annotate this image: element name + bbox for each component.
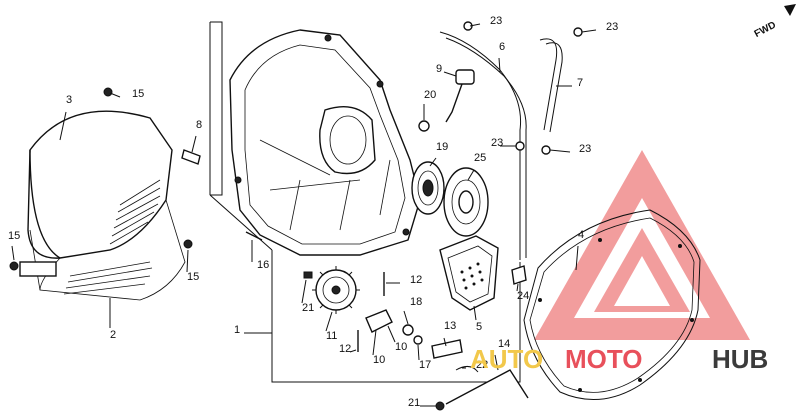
- callout-23: 23: [491, 137, 503, 149]
- callout-18: 18: [410, 296, 422, 308]
- clamp-8: [181, 149, 201, 165]
- callout-14: 14: [498, 338, 510, 350]
- bolt-16: [245, 231, 263, 241]
- callout-2: 2: [110, 329, 116, 341]
- assembly-bracket: [210, 21, 223, 196]
- direction-label: FWD: [753, 20, 778, 40]
- callout-1: 1: [234, 324, 240, 336]
- callout-15: 15: [187, 271, 199, 283]
- callout-19: 19: [436, 141, 448, 153]
- watermark-word-auto: AUTO: [470, 344, 543, 374]
- fan-shroud: [19, 110, 186, 301]
- callout-24: 24: [517, 290, 529, 302]
- callout-22: 22: [476, 359, 488, 371]
- callout-8: 8: [196, 119, 202, 131]
- callout-10: 10: [373, 354, 385, 366]
- bolt-15-left: [9, 261, 19, 271]
- callout-11: 11: [326, 330, 337, 342]
- callout-21: 21: [302, 302, 314, 314]
- callout-25: 25: [474, 152, 486, 164]
- callout-labels: 1234567891010111212131415151516171819202…: [8, 15, 618, 409]
- callout-4: 4: [578, 229, 584, 241]
- callout-6: 6: [499, 41, 505, 53]
- callout-5: 5: [476, 321, 482, 333]
- callout-20: 20: [424, 89, 436, 101]
- oil-pan-5: [439, 235, 499, 311]
- gasket-4: [523, 209, 701, 401]
- bolt-15-top: [103, 87, 113, 97]
- watermark-word-moto: MOTO: [565, 344, 643, 374]
- bearing-19: [411, 161, 445, 215]
- washer-17: [413, 335, 423, 345]
- clip-18: [402, 324, 414, 336]
- callout-12: 12: [410, 274, 422, 286]
- callout-15: 15: [8, 230, 20, 242]
- breather-tube-7: [539, 27, 583, 155]
- leader-lines: [11, 23, 597, 407]
- nut-21: [435, 401, 445, 411]
- callout-16: 16: [257, 259, 269, 271]
- callout-9: 9: [436, 63, 442, 75]
- watermark-word-hub: HUB: [712, 344, 768, 374]
- watermark-logo-icon: [534, 150, 750, 340]
- bolt-24: [511, 265, 527, 285]
- bolt-15-right: [183, 239, 193, 249]
- callout-21: 21: [408, 397, 420, 409]
- callout-10: 10: [395, 341, 407, 353]
- callout-3: 3: [66, 94, 72, 106]
- spring-22: [455, 366, 479, 373]
- callout-12: 12: [339, 343, 351, 355]
- forward-direction-icon: FWD: [753, 4, 796, 40]
- callout-17: 17: [419, 359, 431, 371]
- bearing-25: [443, 167, 489, 237]
- callout-7: 7: [577, 77, 583, 89]
- crankcase-cover: [229, 29, 421, 256]
- governor-gear-11: [312, 266, 360, 314]
- shaft-13: [431, 339, 463, 359]
- oil-filler-cap-9: [418, 69, 475, 132]
- callout-13: 13: [444, 320, 456, 332]
- callout-23: 23: [579, 143, 591, 155]
- callout-23: 23: [490, 15, 502, 27]
- washer-21: [303, 271, 313, 279]
- governor-rod-14: [445, 369, 529, 405]
- watermark-text: AUTO MOTO HUB: [470, 344, 768, 374]
- callout-15: 15: [132, 88, 144, 100]
- callout-23: 23: [606, 21, 618, 33]
- governor-arm-10: [365, 309, 393, 333]
